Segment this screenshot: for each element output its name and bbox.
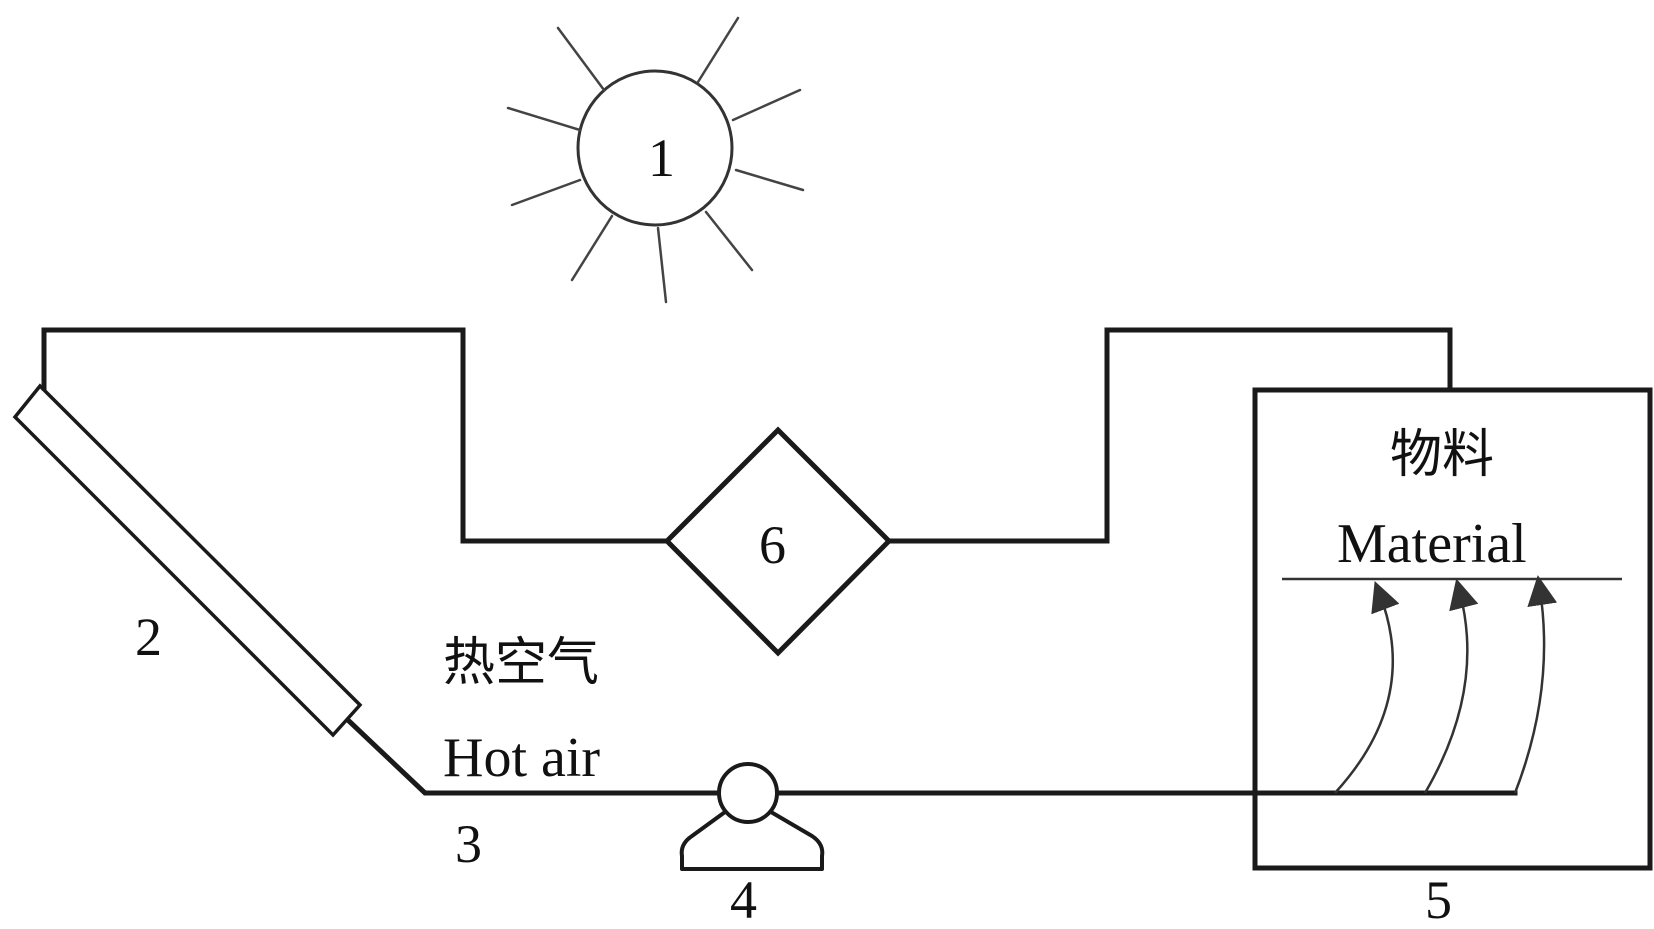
top-duct-right [886, 327, 1453, 544]
sun-number: 1 [648, 128, 675, 188]
fan-icon [679, 762, 825, 871]
collector-number: 2 [135, 607, 162, 667]
bottom-duct [346, 718, 1518, 796]
airflow-arrow [1334, 580, 1400, 794]
drying-chamber [1252, 387, 1653, 871]
hot-air-label-cn: 热空气 [443, 633, 599, 693]
airflow-arrow [1513, 575, 1558, 794]
duct-number: 3 [455, 814, 482, 874]
material-label-cn: 物料 [1390, 425, 1494, 485]
chamber-number: 5 [1425, 870, 1452, 929]
top-duct-left [41, 327, 670, 544]
auxiliary-heater [663, 426, 893, 657]
sun-icon [506, 16, 805, 304]
hot-air-label-en: Hot air [443, 727, 600, 789]
airflow-arrow [1423, 578, 1479, 794]
fan-number: 4 [730, 870, 757, 929]
material-label-en: Material [1337, 513, 1527, 575]
heater-number: 6 [759, 515, 786, 575]
solar-collector [12, 383, 363, 738]
